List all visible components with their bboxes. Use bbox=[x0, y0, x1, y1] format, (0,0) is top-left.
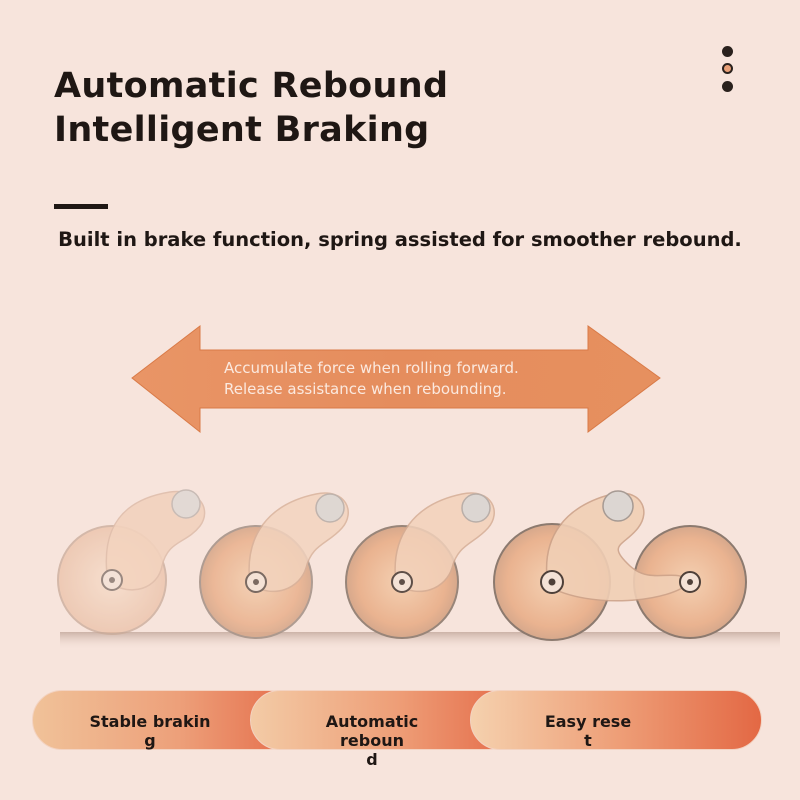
arrow-caption-line-1: Accumulate force when rolling forward. bbox=[224, 359, 519, 377]
double-arrow-icon bbox=[131, 324, 661, 434]
title-line-1: Automatic Rebound bbox=[54, 66, 449, 106]
ab-roller-wheel-illustration bbox=[57, 489, 780, 650]
ab-roller-wheel-icon bbox=[199, 492, 349, 639]
arrow-caption: Accumulate force when rolling forward. R… bbox=[224, 358, 519, 400]
title-line-2: Intelligent Braking bbox=[54, 110, 430, 150]
feature-label-automatic-rebound: Automatic reboun d bbox=[325, 712, 419, 769]
ab-roller-wheel-icon bbox=[345, 492, 495, 639]
three-dot-menu-icon[interactable] bbox=[720, 42, 736, 98]
ab-roller-wheel-icon bbox=[57, 489, 206, 635]
arrow-caption-line-2: Release assistance when rebounding. bbox=[224, 380, 507, 398]
ab-roller-wheel-icon bbox=[493, 490, 747, 641]
feature-label-easy-reset: Easy rese t bbox=[544, 712, 632, 750]
page-title: Automatic Rebound Intelligent Braking bbox=[54, 64, 448, 152]
title-underline bbox=[54, 204, 108, 209]
feature-pills: Stable brakin g Automatic reboun d Easy … bbox=[0, 690, 800, 769]
feature-pill-easy-reset bbox=[470, 690, 762, 750]
subtitle: Built in brake function, spring assisted… bbox=[58, 228, 742, 251]
feature-label-stable-braking: Stable brakin g bbox=[89, 712, 211, 750]
